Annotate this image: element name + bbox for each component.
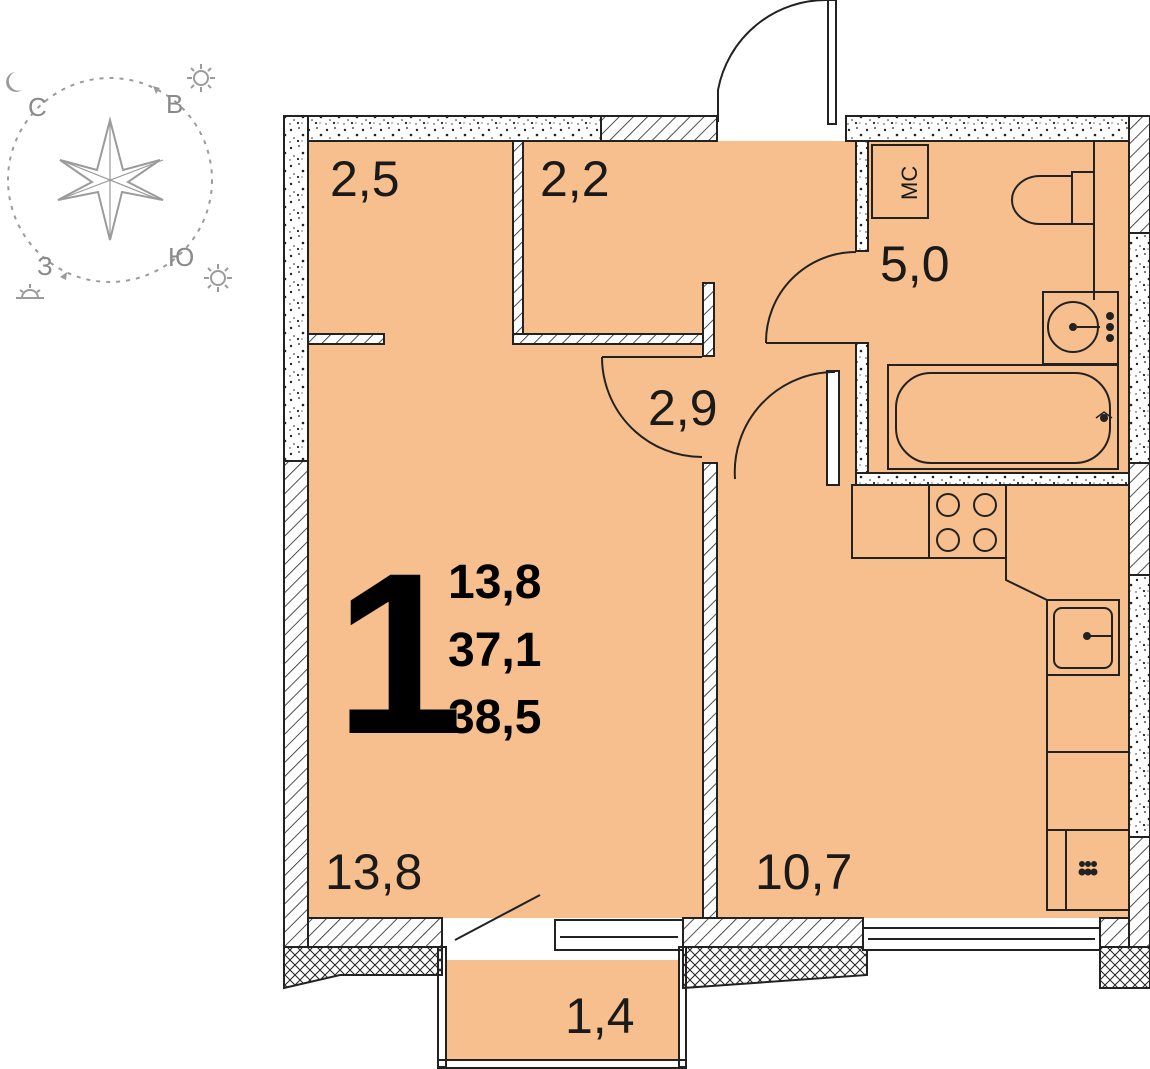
- wall-right-mid: [1128, 232, 1150, 464]
- facade-left: [283, 946, 443, 990]
- room-area-bathroom: 5,0: [880, 236, 950, 292]
- room-area-balcony: 1,4: [565, 988, 635, 1044]
- balcony-door-leaf: [454, 894, 541, 941]
- room-count: 1: [335, 525, 463, 782]
- partition-storage-left: [512, 140, 524, 345]
- apartment-floor: [308, 141, 1129, 918]
- partition-central: [702, 462, 718, 919]
- fixtures: [851, 141, 1129, 911]
- partition-bath-left-top: [855, 140, 869, 252]
- compass-west-label: З: [37, 251, 53, 281]
- room-area-storage: 2,2: [540, 151, 610, 207]
- facade-mid: [682, 946, 868, 990]
- washing-machine-label: МС: [897, 166, 922, 200]
- entry-door-swing: [717, 0, 828, 122]
- partition-storage-bottom: [512, 333, 704, 345]
- compass-south-label: Ю: [168, 242, 194, 272]
- bathroom-door-swing: [764, 251, 857, 344]
- window-living: [554, 919, 684, 951]
- wall-right-bottom: [1128, 836, 1150, 948]
- wall-left-top: [283, 115, 309, 462]
- kitchen-door-swing: [733, 370, 836, 480]
- wall-right-low: [1128, 574, 1150, 838]
- wall-bottom-left: [307, 917, 443, 948]
- toilet-icon: [1011, 141, 1095, 300]
- wall-left-bottom: [283, 460, 309, 948]
- sun-icon-north-east: [187, 64, 215, 92]
- moon-icon: [6, 72, 23, 92]
- compass-north-label: С: [28, 92, 47, 122]
- room-area-kitchen: 10,7: [755, 844, 852, 900]
- stove-icon: [851, 484, 1007, 559]
- kitchen-sink-icon: [1046, 599, 1120, 676]
- facade-right: [1099, 946, 1150, 989]
- washing-machine: [871, 144, 929, 219]
- walls: [283, 115, 1150, 990]
- partition-storage-right: [702, 282, 715, 357]
- room-area-hall: 2,9: [648, 380, 718, 436]
- sunset-icon: [16, 284, 44, 299]
- partition-bath-left-low: [855, 342, 869, 474]
- wall-right-top: [1128, 115, 1150, 234]
- doors: [454, 0, 857, 941]
- total-area-with-balcony: 38,5: [448, 691, 541, 744]
- sun-icon-south-east: [204, 264, 232, 292]
- balcony: [437, 946, 687, 1069]
- partition-kitchen-stub: [826, 370, 840, 486]
- bathtub-icon: [887, 364, 1119, 470]
- partition-bath-bottom: [855, 472, 1130, 486]
- wall-bottom-right: [1099, 917, 1130, 948]
- living-door-swing: [601, 356, 703, 458]
- wall-top-mid: [600, 115, 718, 142]
- wall-bottom-mid: [682, 917, 864, 948]
- entry-door-leaf: [827, 0, 837, 125]
- room-area-living-room: 13,8: [325, 844, 422, 900]
- wall-right-mid2: [1128, 462, 1150, 576]
- compass-east-label: В: [166, 89, 183, 119]
- floor-areas: [308, 141, 1129, 1060]
- oven-icon: [1065, 830, 1098, 910]
- bathroom-sink-icon: [1042, 291, 1119, 365]
- partition-wardrobe-shelf: [307, 333, 385, 345]
- wall-top-right: [845, 115, 1130, 142]
- total-area: 37,1: [448, 624, 541, 677]
- living-area: 13,8: [448, 556, 541, 609]
- compass-rose: [6, 64, 232, 299]
- balcony-floor: [445, 960, 679, 1060]
- internal-partitions: [307, 140, 1130, 919]
- room-area-wardrobe: 2,5: [330, 151, 400, 207]
- wall-top-left: [283, 115, 602, 142]
